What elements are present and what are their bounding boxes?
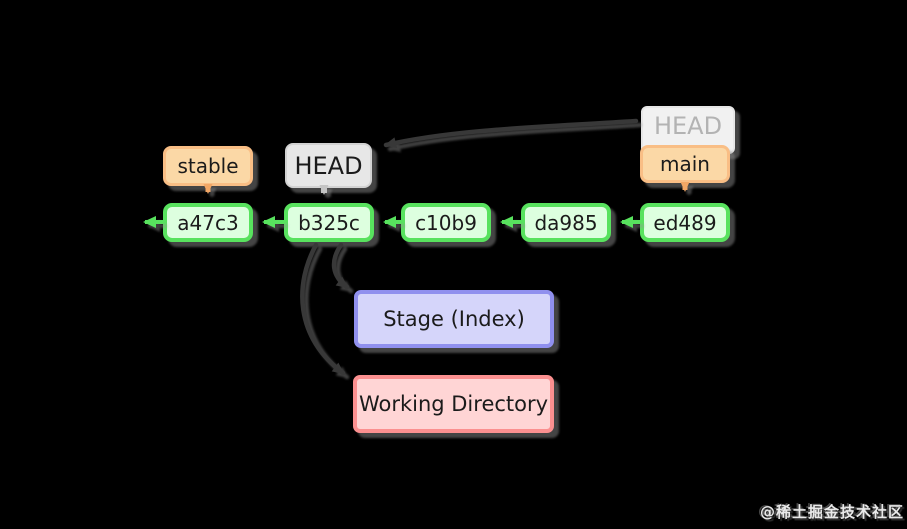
commit-hash: a47c3	[177, 210, 239, 235]
commit-node-c10b9: c10b9	[401, 203, 491, 242]
commit-node-da985: da985	[521, 203, 611, 242]
commit-node-a47c3: a47c3	[163, 203, 253, 242]
commit-to-stage-arrow	[331, 242, 350, 290]
ghost-head-text: HEAD	[653, 112, 723, 140]
main-text: main	[660, 152, 710, 176]
commit-hash: b325c	[298, 210, 360, 235]
commit-hash: c10b9	[415, 210, 477, 235]
head-text: HEAD	[294, 151, 363, 180]
commit-hash: da985	[534, 210, 598, 235]
working-directory-text: Working Directory	[358, 392, 549, 416]
stable-text: stable	[177, 154, 239, 178]
head-move-arrow	[383, 118, 639, 149]
watermark: @稀土掘金技术社区	[759, 503, 904, 521]
stage-text: Stage (Index)	[383, 307, 525, 331]
head-label: HEAD	[285, 143, 372, 188]
branch-label-stable: stable	[163, 146, 253, 186]
commit-node-ed489: ed489	[640, 203, 730, 242]
commit-to-working-directory-arrow	[300, 242, 346, 376]
branch-label-main: main	[640, 145, 730, 183]
stage-index-box: Stage (Index)	[354, 290, 554, 348]
commit-node-b325c: b325c	[284, 203, 374, 242]
working-directory-box: Working Directory	[353, 375, 554, 433]
commit-hash: ed489	[653, 210, 717, 235]
